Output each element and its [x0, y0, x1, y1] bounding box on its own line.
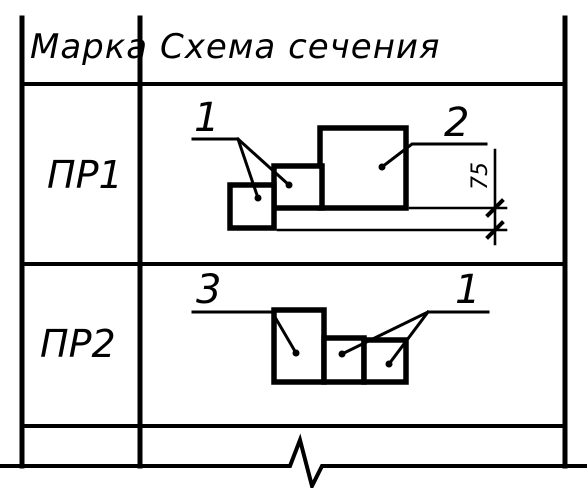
section-element	[361, 337, 409, 385]
section-element	[317, 125, 409, 211]
leader-line	[191, 310, 299, 356]
leader-line	[235, 136, 292, 188]
callout-number: 3	[196, 267, 221, 313]
mark-column-header: Марка	[30, 27, 148, 67]
section-element	[227, 182, 277, 231]
table-row: ПР2 3 1	[40, 267, 490, 385]
table-row: ПР1 1 2 75	[47, 95, 508, 246]
scheme-column-header: Схема сечения	[160, 27, 440, 67]
leader-line	[379, 142, 488, 170]
leader-line	[386, 309, 431, 367]
break-line	[0, 433, 587, 488]
section-scheme: 1 2 75	[191, 95, 508, 246]
section-element	[271, 307, 327, 385]
dimension-tick	[485, 220, 505, 240]
row-mark: ПР1	[47, 153, 123, 197]
dimension-75: 75	[276, 148, 508, 246]
row-mark: ПР2	[40, 322, 116, 366]
callout-number: 1	[194, 95, 219, 141]
table-frame	[0, 15, 587, 488]
dimension-value: 75	[468, 162, 493, 190]
section-element	[271, 163, 325, 211]
dimension-tick	[485, 198, 505, 218]
callout-number: 2	[444, 100, 469, 146]
section-scheme: 3 1	[191, 267, 490, 385]
callout-number: 1	[455, 267, 480, 313]
